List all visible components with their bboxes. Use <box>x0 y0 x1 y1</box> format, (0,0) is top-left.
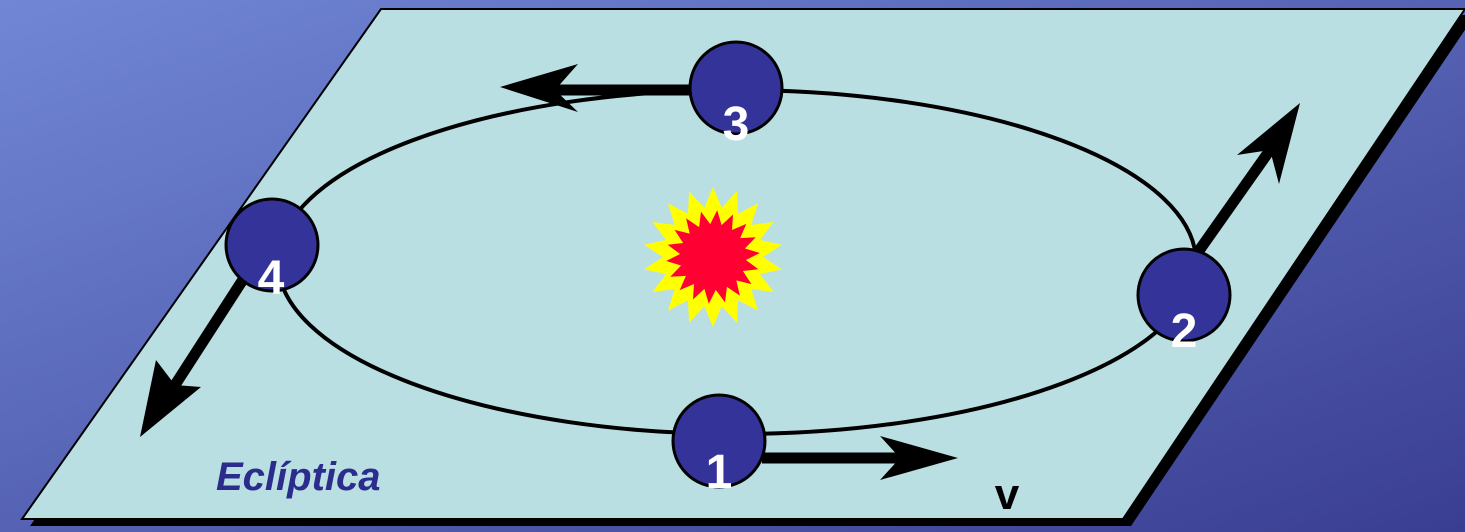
velocity-arrow-1 <box>762 436 958 480</box>
sun <box>644 187 782 327</box>
planet-2-number: 2 <box>1171 305 1198 358</box>
planet-3-number: 3 <box>723 98 750 151</box>
ecliptic-label: Eclíptica <box>216 455 381 499</box>
planet-1: 1 <box>671 393 767 499</box>
planet-1-number: 1 <box>706 446 733 499</box>
velocity-arrow-3 <box>500 64 695 112</box>
planet-2: 2 <box>1136 247 1232 358</box>
planet-4-body <box>224 197 320 293</box>
planet-1-body <box>671 393 767 489</box>
velocity-arrows <box>140 64 1300 480</box>
planet-3: 3 <box>688 40 784 151</box>
velocity-arrow-2 <box>1186 103 1300 266</box>
sun-inner-core <box>666 210 760 304</box>
planet-3-body <box>688 40 784 136</box>
planet-4-number: 4 <box>258 252 285 305</box>
planet-2-body <box>1136 247 1232 343</box>
velocity-arrow-4 <box>140 275 249 437</box>
planet-4: 4 <box>224 197 320 305</box>
velocity-label: v <box>995 470 1020 519</box>
